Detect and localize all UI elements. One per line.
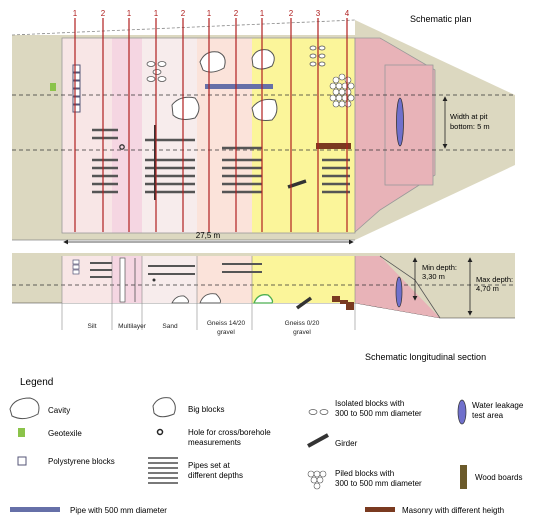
max-depth-1: Max depth: bbox=[476, 275, 513, 284]
line-num-10: 3 bbox=[316, 9, 321, 18]
zone-sand-plan bbox=[142, 38, 197, 233]
borehole-plan bbox=[119, 144, 125, 150]
line-num-7: 2 bbox=[234, 9, 239, 18]
section-title: Schematic longitudinal section bbox=[365, 352, 486, 362]
pipes-icon bbox=[148, 457, 178, 484]
longitudinal-section: Min depth: 3,30 m Max depth: 4,70 m Silt… bbox=[12, 253, 515, 362]
piled-blocks-plan bbox=[329, 73, 355, 108]
cavities-section bbox=[171, 293, 274, 304]
line-num-5: 2 bbox=[181, 9, 186, 18]
zone-label-multilayer: Multilayer bbox=[118, 323, 147, 330]
zone-gneiss0-plan bbox=[252, 38, 355, 233]
line-num-2: 2 bbox=[101, 9, 106, 18]
big-blocks-icon bbox=[152, 397, 176, 418]
legend-wood: Wood boards bbox=[475, 473, 522, 482]
hole-icon bbox=[156, 428, 164, 436]
water-leakage-plan bbox=[396, 97, 404, 147]
cavities-plan bbox=[171, 49, 278, 121]
legend-masonry: Masonry with different heigth bbox=[402, 506, 504, 515]
zone-multilayer-plan bbox=[112, 38, 142, 233]
legend-cavity: Cavity bbox=[48, 406, 70, 415]
legend-geotextile: Geotexile bbox=[48, 429, 82, 438]
legend-isolated-1: Isolated blocks with bbox=[335, 399, 404, 408]
line-num-1: 1 bbox=[73, 9, 78, 18]
geotextile-icon bbox=[18, 428, 25, 437]
legend-water-1: Water leakage bbox=[472, 401, 524, 410]
isolated-blocks-plan bbox=[146, 45, 326, 82]
legend-pipe500: Pipe with 500 mm diameter bbox=[70, 506, 167, 515]
width-label-2: bottom: 5 m bbox=[450, 122, 490, 131]
zone-label-gneiss0-2: gravel bbox=[293, 329, 311, 336]
water-leakage-section bbox=[395, 276, 403, 308]
plan-title: Schematic plan bbox=[410, 14, 472, 24]
min-depth-2: 3,30 m bbox=[422, 272, 445, 281]
wood-boards-icon bbox=[460, 465, 467, 489]
legend-big-blocks: Big blocks bbox=[188, 405, 224, 414]
legend-piled-2: 300 to 500 mm diameter bbox=[335, 479, 422, 488]
legend-polystyrene: Polystyrene blocks bbox=[48, 457, 115, 466]
schematic-plan: 1 2 1 1 2 1 2 1 2 3 4 Schematic plan Wid… bbox=[11, 9, 515, 245]
masonry-section bbox=[332, 296, 354, 310]
legend-piled-1: Piled blocks with bbox=[335, 469, 394, 478]
legend-hole-2: measurements bbox=[188, 438, 241, 447]
line-num-8: 1 bbox=[260, 9, 265, 18]
masonry-plan bbox=[316, 143, 351, 149]
legend-water-2: test area bbox=[472, 411, 504, 420]
isolated-blocks-icon bbox=[308, 409, 329, 415]
polystyrene-blocks-plan bbox=[72, 64, 81, 113]
girder-icon bbox=[307, 433, 329, 448]
legend-pipes-1: Pipes set at bbox=[188, 461, 231, 470]
zone-label-gneiss0: Gneiss 0/20 bbox=[285, 320, 320, 327]
max-depth-2: 4,70 m bbox=[476, 284, 499, 293]
girder-section bbox=[295, 296, 313, 310]
line-num-9: 2 bbox=[289, 9, 294, 18]
polystyrene-icon bbox=[17, 456, 27, 466]
legend-girder: Girder bbox=[335, 439, 358, 448]
length-label: 27,5 m bbox=[196, 231, 221, 240]
water-leakage-icon bbox=[457, 399, 467, 425]
cavity-icon bbox=[9, 397, 40, 420]
line-num-4: 1 bbox=[154, 9, 159, 18]
width-label-1: Width at pit bbox=[450, 112, 488, 121]
zone-label-gneiss14: Gneiss 14/20 bbox=[207, 320, 246, 327]
piled-blocks-icon bbox=[307, 470, 327, 490]
pipe-500-plan bbox=[205, 84, 273, 89]
zone-label-silt: Silt bbox=[87, 323, 96, 330]
min-depth-1: Min depth: bbox=[422, 263, 457, 272]
zone-silt-plan bbox=[62, 38, 112, 233]
section-lines bbox=[74, 18, 348, 232]
legend-pipes-2: different depths bbox=[188, 471, 243, 480]
zone-label-sand: Sand bbox=[162, 323, 178, 330]
legend-isolated-2: 300 to 500 mm diameter bbox=[335, 409, 422, 418]
pipe-500-icon bbox=[10, 507, 60, 512]
legend: Legend Cavity Big blocks Isolated blocks… bbox=[9, 377, 524, 515]
zone-label-gneiss14-2: gravel bbox=[217, 329, 235, 336]
multilayer-column bbox=[119, 257, 126, 303]
legend-hole-1: Hole for cross/borehole bbox=[188, 428, 271, 437]
geotextile-marker-plan bbox=[50, 83, 56, 91]
pipe-sets-plan bbox=[92, 128, 350, 194]
polystyrene-section bbox=[72, 259, 80, 275]
line-num-6: 1 bbox=[207, 9, 212, 18]
zone-multilayer-section bbox=[112, 256, 142, 303]
zone-sand-section bbox=[142, 256, 197, 303]
pipe-sets-section bbox=[90, 262, 262, 278]
masonry-icon bbox=[365, 507, 395, 512]
line-num-3: 1 bbox=[127, 9, 132, 18]
line-num-11: 4 bbox=[345, 9, 350, 18]
legend-title: Legend bbox=[20, 377, 53, 388]
